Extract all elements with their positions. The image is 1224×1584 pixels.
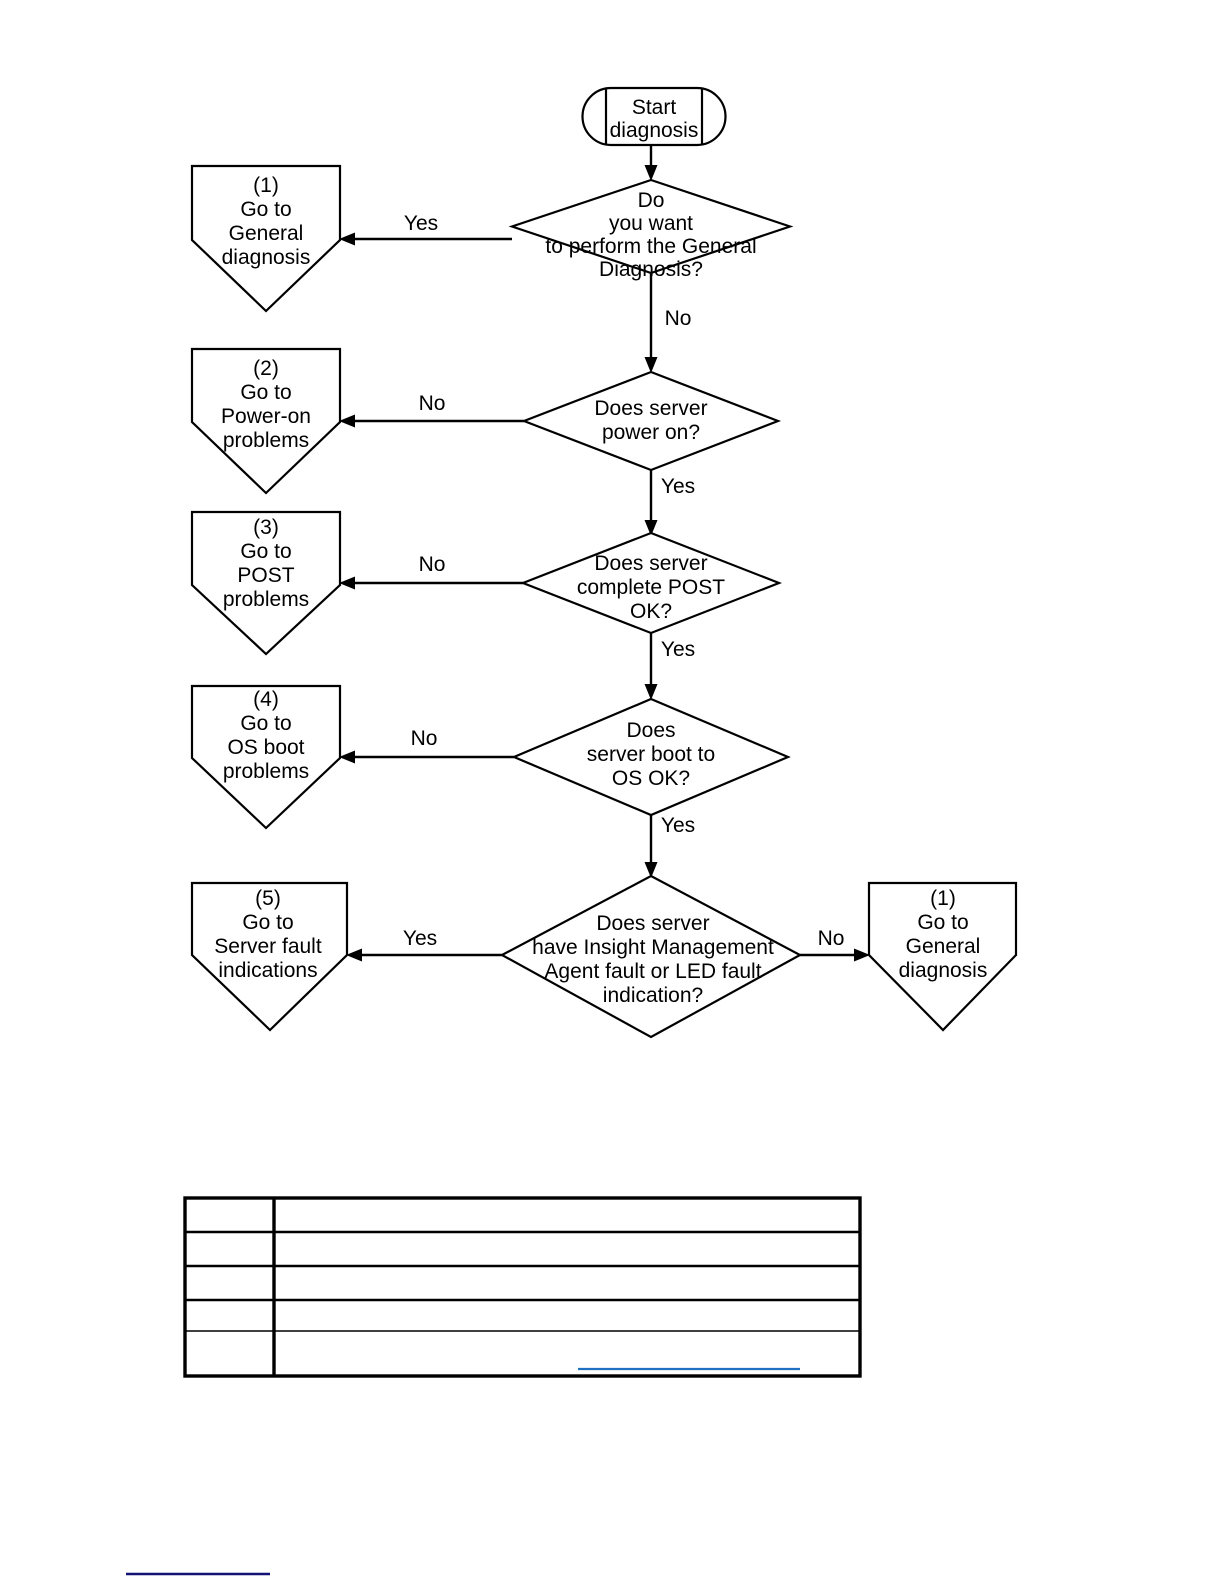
p2-number: (2) xyxy=(253,357,279,380)
edge-label-d3-yes: Yes xyxy=(661,638,695,661)
node-decision-os-boot-ok[interactable]: Does server boot to OS OK? xyxy=(511,697,791,817)
connector-d4-no-to-p4: No xyxy=(339,727,514,764)
d1-line-2: you want xyxy=(609,212,693,235)
node-decision-post-ok[interactable]: Does server complete POST OK? xyxy=(519,531,783,635)
d5-line-2: have Insight Management xyxy=(532,936,774,959)
terminator-shape xyxy=(581,86,727,147)
node-decision-insight-management-fault[interactable]: Does server have Insight Management Agen… xyxy=(499,874,803,1039)
pentagon-shape xyxy=(190,347,342,495)
connector-start-to-d1 xyxy=(644,145,658,181)
pentagon-shape xyxy=(867,881,1018,1032)
pentagon-shape xyxy=(190,684,342,830)
diamond-shape xyxy=(499,874,803,1039)
node-start-diagnosis[interactable]: Start diagnosis xyxy=(581,86,727,147)
connector-d1-yes-to-p1: Yes xyxy=(339,212,512,246)
edge-label-d2-yes: Yes xyxy=(661,475,695,498)
p5-line-1: Go to xyxy=(242,911,293,934)
pentagon-shape xyxy=(190,881,349,1032)
connector-d4-yes-to-d5: Yes xyxy=(644,814,695,878)
d1-line-4: Diagnosis? xyxy=(599,258,703,281)
start-line-2: diagnosis xyxy=(610,119,699,142)
edge-label-d5-yes: Yes xyxy=(403,927,437,950)
p1-line-2: General xyxy=(229,222,304,245)
p1-line-3: diagnosis xyxy=(222,246,311,269)
p6-line-1: Go to xyxy=(917,911,968,934)
node-go-to-server-fault-indications[interactable]: (5) Go to Server fault indications xyxy=(190,881,349,1032)
p3-number: (3) xyxy=(253,516,279,539)
d1-line-3: to perform the General xyxy=(545,235,756,258)
connector-d5-yes-to-p5: Yes xyxy=(346,927,502,962)
connector-d2-no-to-p2: No xyxy=(339,392,524,428)
node-go-to-post-problems[interactable]: (3) Go to POST problems xyxy=(190,510,342,656)
p5-number: (5) xyxy=(255,887,281,910)
connector-d5-no-to-p6: No xyxy=(800,927,870,962)
start-line-1: Start xyxy=(632,96,677,119)
p4-line-1: Go to xyxy=(240,712,291,735)
p1-number: (1) xyxy=(253,174,279,197)
node-decision-server-power-on[interactable]: Does server power on? xyxy=(520,370,782,472)
node-go-to-os-boot-problems[interactable]: (4) Go to OS boot problems xyxy=(190,684,342,830)
pentagon-shape xyxy=(190,510,342,656)
d2-line-1: Does server xyxy=(594,397,707,420)
p6-line-2: General xyxy=(906,935,981,958)
node-decision-general-diagnosis[interactable]: Do you want to perform the General Diagn… xyxy=(508,178,794,281)
d5-line-1: Does server xyxy=(596,912,709,935)
d1-line-1: Do xyxy=(638,189,665,212)
node-go-to-general-diagnosis-2[interactable]: (1) Go to General diagnosis xyxy=(867,881,1018,1032)
d3-line-1: Does server xyxy=(594,552,707,575)
d5-line-3: Agent fault or LED fault xyxy=(544,960,761,983)
pentagon-shape xyxy=(190,164,342,313)
p5-line-3: indications xyxy=(218,959,317,982)
d3-line-2: complete POST xyxy=(577,576,725,599)
node-go-to-general-diagnosis-1[interactable]: (1) Go to General diagnosis xyxy=(190,164,342,313)
p4-line-2: OS boot xyxy=(227,736,304,759)
edge-label-d4-no: No xyxy=(411,727,438,750)
p4-line-3: problems xyxy=(223,760,309,783)
p4-number: (4) xyxy=(253,688,279,711)
d2-line-2: power on? xyxy=(602,421,700,444)
p2-line-3: problems xyxy=(223,429,309,452)
d4-line-1: Does xyxy=(626,719,675,742)
p1-line-1: Go to xyxy=(240,198,291,221)
d4-line-2: server boot to xyxy=(587,743,715,766)
node-go-to-power-on-problems[interactable]: (2) Go to Power-on problems xyxy=(190,347,342,495)
p6-number: (1) xyxy=(930,887,956,910)
table-outer-border xyxy=(183,1196,862,1378)
d3-line-3: OK? xyxy=(630,600,672,623)
edge-label-d5-no: No xyxy=(818,927,845,950)
connector-d1-no-to-d2: No xyxy=(644,273,692,373)
d4-line-3: OS OK? xyxy=(612,767,690,790)
connector-d2-yes-to-d3: Yes xyxy=(644,470,695,536)
p2-line-2: Power-on xyxy=(221,405,311,428)
edge-label-d4-yes: Yes xyxy=(661,814,695,837)
p3-line-2: POST xyxy=(237,564,294,587)
edge-label-d1-yes: Yes xyxy=(404,212,438,235)
edge-label-d3-no: No xyxy=(419,553,446,576)
edge-label-d1-no: No xyxy=(665,307,692,330)
connector-d3-no-to-p3: No xyxy=(339,553,523,590)
data-table[interactable] xyxy=(183,1196,862,1378)
p3-line-3: problems xyxy=(223,588,309,611)
p3-line-1: Go to xyxy=(240,540,291,563)
p6-line-3: diagnosis xyxy=(899,959,988,982)
connector-d3-yes-to-d4: Yes xyxy=(644,633,695,700)
p5-line-2: Server fault xyxy=(214,935,322,958)
d5-line-4: indication? xyxy=(603,984,703,1007)
edge-label-d2-no: No xyxy=(419,392,446,415)
p2-line-1: Go to xyxy=(240,381,291,404)
